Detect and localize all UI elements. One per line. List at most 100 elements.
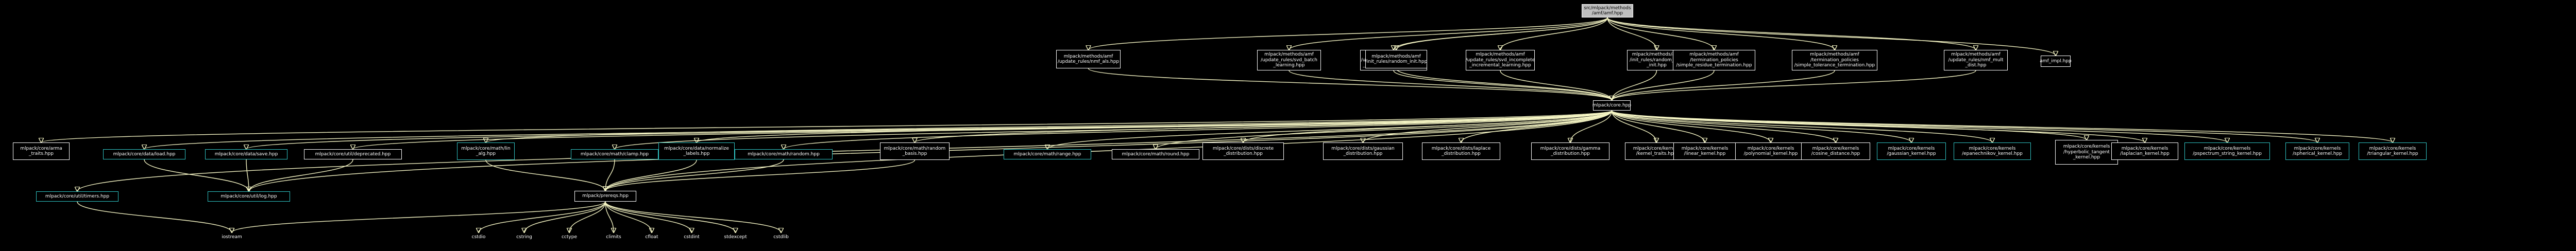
node-pspectrum[interactable]: mlpack/core/kernels /pspectrum_string_ke… (2184, 142, 2270, 160)
edge-root-to-amf-simple-residue (1607, 17, 1714, 50)
edge-prereqs-to-climits (605, 201, 614, 232)
node-amf-simple-residue[interactable]: mlpack/methods/amf /termination_policies… (1673, 50, 1755, 70)
node-amf-random-init[interactable]: mlpack/methods/amf /init_rules/random_in… (1365, 50, 1427, 68)
node-lin-alg[interactable]: mlpack/core/math/lin _alg.hpp (457, 142, 515, 160)
node-amf-svd-incomplete[interactable]: mlpack/methods/amf /update_rules/svd_inc… (1466, 50, 1535, 70)
edge-core-to-timer (77, 110, 1613, 191)
edge-core-to-polynomial-kernel (1611, 110, 1771, 142)
edge-lin-alg-to-prereqs (485, 159, 605, 191)
node-iostream: iostream (222, 234, 242, 240)
node-linear-kernel[interactable]: mlpack/core/kernels /linear_kernel.hpp (1673, 142, 1736, 160)
edge-prereqs-to-cstdio (479, 201, 606, 232)
edge-prereqs-to-cstdlib (605, 201, 781, 232)
node-deprecated[interactable]: mlpack/core/util/deprecated.hpp (304, 149, 402, 159)
node-epanechnikov[interactable]: mlpack/core/kernels /epanechnikov_kernel… (1954, 142, 2031, 160)
edge-core-to-kernel-traits (1611, 110, 1657, 142)
node-amf-nmf-als[interactable]: mlpack/methods/amf /update_rules/nmf_als… (1056, 50, 1121, 68)
edge-core-to-gaussian-kernel (1611, 110, 1912, 142)
node-timer[interactable]: mlpack/core/util/timers.hpp (36, 191, 118, 202)
edge-prereqs-to-iostream (232, 201, 606, 232)
node-prereqs[interactable]: mlpack/prereqs.hpp (574, 191, 636, 202)
node-amf-nmf-mult-dist[interactable]: mlpack/methods/amf /update_rules/nmf_mul… (1944, 50, 2008, 70)
node-cfloat: cfloat (645, 234, 658, 240)
node-cstdio: cstdio (471, 234, 486, 240)
edge-amf-simple-residue-to-core (1612, 70, 1715, 100)
node-amf-impl[interactable]: amf_impl.hpp (2040, 56, 2072, 67)
node-range[interactable]: mlpack/core/math/range.hpp (1004, 149, 1091, 159)
node-save[interactable]: mlpack/core/data/save.hpp (205, 149, 287, 159)
node-random-basis[interactable]: mlpack/core/math/random _basis.hpp (880, 142, 950, 160)
node-log[interactable]: mlpack/core/util/log.hpp (208, 191, 290, 202)
node-cstdint: cstdint (684, 234, 700, 240)
node-normalize-labels[interactable]: mlpack/core/data/normalize _labels.hpp (658, 142, 735, 160)
edge-root-to-amf-nmf-als (1089, 17, 1608, 50)
edge-core-to-cosine-distance (1611, 110, 1836, 142)
edge-root-to-amf-random-init (1396, 17, 1608, 50)
edge-core-to-triangular (1611, 110, 2393, 142)
edge-core-to-discrete (1243, 110, 1613, 142)
edge-amf-svd-batch-to-core (1289, 70, 1612, 100)
node-clamp[interactable]: mlpack/core/math/clamp.hpp (571, 149, 658, 159)
node-amf-simple-tolerance[interactable]: mlpack/methods/amf /termination_policies… (1792, 50, 1877, 70)
edge-amf-simple-tolerance-to-core (1612, 70, 1835, 100)
edge-core-to-linear-kernel (1611, 110, 1705, 142)
node-math-random[interactable]: mlpack/core/math/random.hpp (735, 149, 833, 159)
edge-deprecated-to-log (249, 159, 353, 191)
edge-amf-nmf-mult-dist-to-core (1612, 70, 1976, 100)
node-arma-traits[interactable]: mlpack/core/arma _traits.hpp (13, 142, 70, 160)
edge-core-to-spherical (1611, 110, 2318, 142)
node-stdexcept: stdexcept (724, 234, 747, 240)
edge-core-to-laplacian-kernel (1611, 110, 2145, 142)
edge-prereqs-to-cctype (569, 201, 606, 232)
node-core[interactable]: mlpack/core.hpp (1592, 100, 1631, 111)
edge-random-basis-to-prereqs (605, 159, 916, 191)
node-spherical[interactable]: mlpack/core/kernels /spherical_kernel.hp… (2285, 142, 2349, 160)
node-climits: climits (606, 234, 621, 240)
edge-normalize-labels-to-prereqs (605, 159, 697, 191)
edge-load-to-log (144, 159, 249, 191)
edge-core-to-random-basis (915, 110, 1613, 142)
node-gamma[interactable]: mlpack/core/dists/gamma _distribution.hp… (1531, 142, 1609, 160)
edge-root-to-amf-svd-batch (1289, 17, 1608, 50)
edge-core-to-hyperbolic (1611, 110, 2087, 140)
edge-root-to-amf-svd-incomplete (1500, 17, 1608, 50)
edge-core-to-prereqs (605, 110, 1613, 191)
node-laplace[interactable]: mlpack/core/dists/laplace _distribution.… (1422, 142, 1500, 160)
node-triangular[interactable]: mlpack/core/kernels /triangular_kernel.h… (2359, 142, 2427, 160)
edge-prereqs-to-stdexcept (605, 201, 736, 232)
edge-amf-svd-incomplete-to-core (1500, 70, 1612, 100)
edge-core-to-normalize-labels (697, 110, 1613, 142)
edge-root-to-amf-simple-tolerance (1607, 17, 1835, 50)
node-polynomial-kernel[interactable]: mlpack/core/kernels /polynomial_kernel.h… (1735, 142, 1806, 160)
node-gaussian-dist[interactable]: mlpack/core/dists/gaussian _distribution… (1323, 142, 1403, 160)
edge-core-to-math-random (784, 110, 1613, 149)
edge-save-to-log (246, 159, 249, 191)
edge-core-to-pspectrum (1611, 110, 2228, 142)
node-cstdlib: cstdlib (773, 234, 789, 240)
node-load[interactable]: mlpack/core/data/load.hpp (103, 149, 185, 159)
edge-root-to-amf-impl (1607, 17, 2056, 56)
edge-prereqs-to-cstring (524, 201, 606, 232)
edge-core-to-lin-alg (486, 110, 1613, 142)
edge-core-to-gamma (1570, 110, 1613, 142)
node-cosine-distance[interactable]: mlpack/core/kernels /cosine_distance.hpp (1801, 142, 1870, 160)
node-discrete[interactable]: mlpack/core/dists/discrete _distribution… (1202, 142, 1284, 160)
edge-root-to-amf-nmf-mult-dist (1607, 17, 1976, 50)
edge-core-to-arma-traits (41, 110, 1613, 142)
node-amf-svd-batch[interactable]: mlpack/methods/amf /update_rules/svd_bat… (1257, 50, 1321, 70)
node-gaussian-kernel[interactable]: mlpack/core/kernels /gaussian_kernel.hpp (1877, 142, 1946, 160)
edge-timer-to-iostream (77, 201, 232, 232)
edge-prereqs-to-cstdint (605, 201, 692, 232)
edge-core-to-epanechnikov (1611, 110, 1993, 142)
node-round[interactable]: mlpack/core/math/round.hpp (1112, 149, 1199, 159)
node-root[interactable]: src/mlpack/methods /amf/amf.hpp (1582, 4, 1633, 17)
edge-amf-nmf-als-to-core (1088, 68, 1612, 100)
node-cctype: cctype (561, 234, 577, 240)
edge-math-random-to-prereqs (605, 159, 784, 191)
edge-amf-svd-complete-to-core (1393, 70, 1612, 100)
node-hyperbolic[interactable]: mlpack/core/kernels /hyperbolic_tangent … (2055, 140, 2118, 165)
node-laplacian-kernel[interactable]: mlpack/core/kernels /laplacian_kernel.hp… (2111, 142, 2178, 160)
node-cstring: cstring (516, 234, 532, 240)
edge-prereqs-to-cfloat (605, 201, 652, 232)
